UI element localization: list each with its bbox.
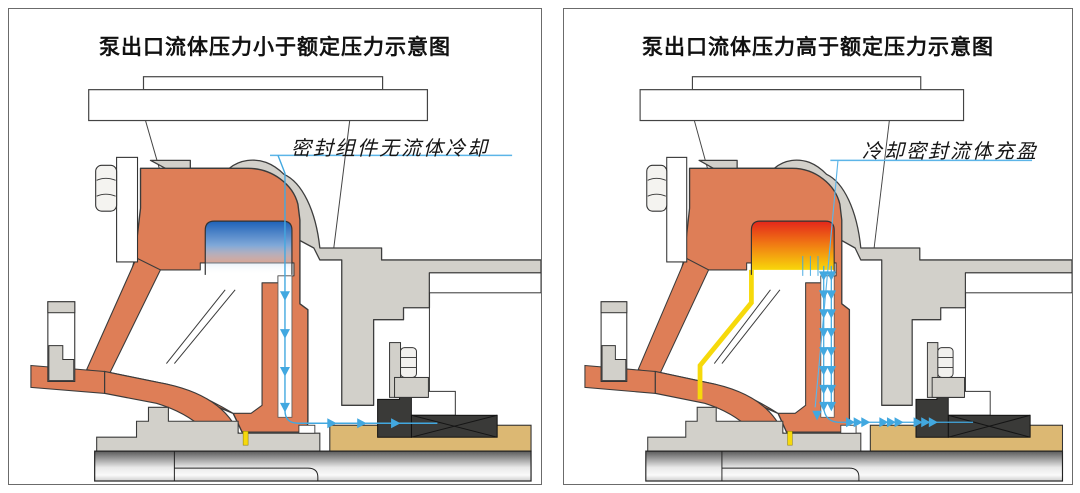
panel-high-pressure: 泵出口流体压力高于额定压力示意图 xyxy=(563,8,1073,485)
flow-path xyxy=(802,159,1033,427)
panel-low-pressure: 泵出口流体压力小于额定压力示意图 xyxy=(8,8,542,485)
seal-chamber xyxy=(751,221,835,270)
panel-title-high: 泵出口流体压力高于额定压力示意图 xyxy=(642,36,994,59)
fluid-gap-yellow xyxy=(697,269,754,400)
annotation-high: 冷却密封流体充盈 xyxy=(862,139,1038,163)
flow-path xyxy=(270,154,513,428)
wear-ring-mark xyxy=(787,430,793,446)
seal-chamber xyxy=(205,221,292,275)
panel-title-low: 泵出口流体压力小于额定压力示意图 xyxy=(99,36,451,59)
wear-ring-mark xyxy=(242,430,249,446)
annotation-low: 密封组件无流体冷却 xyxy=(291,136,489,160)
pump-diagram-high-pressure xyxy=(584,76,1072,482)
pump-diagram-low-pressure xyxy=(30,76,541,482)
